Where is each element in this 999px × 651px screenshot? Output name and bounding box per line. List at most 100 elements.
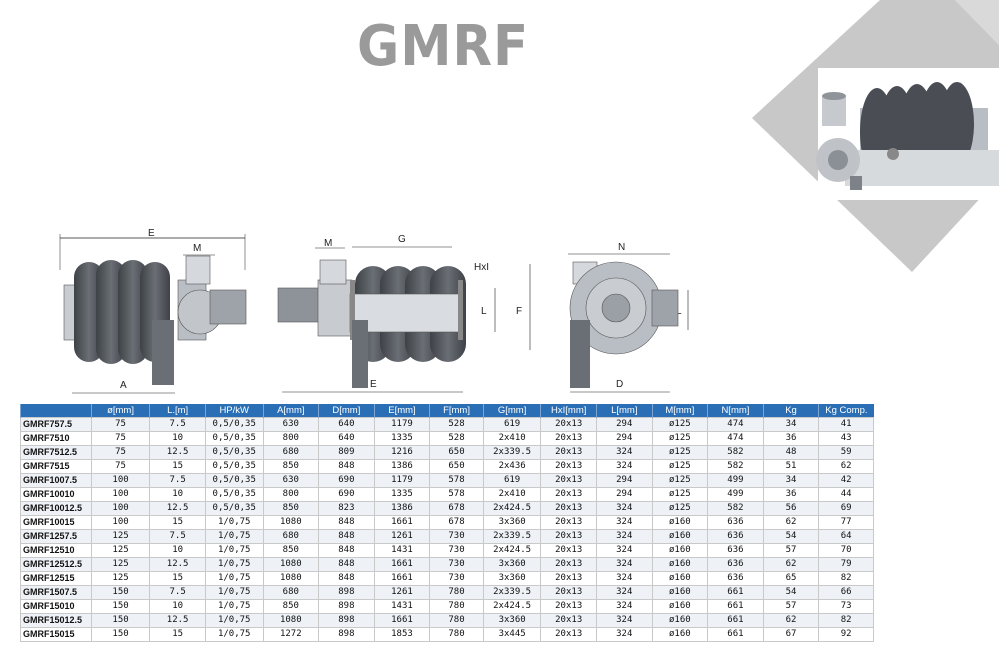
table-cell: 57 [762, 543, 820, 558]
dim-l-label-2: L [676, 306, 682, 317]
table-cell: 294 [595, 487, 653, 502]
table-cell: 20x13 [540, 417, 597, 432]
table-cell: 1386 [373, 459, 431, 474]
table-cell: 1179 [373, 473, 431, 488]
table-cell: 324 [595, 459, 653, 474]
table-cell: 730 [429, 557, 484, 572]
table-cell: 1179 [373, 417, 431, 432]
table-cell: 0,5/0,35 [204, 417, 264, 432]
table-cell: 0,5/0,35 [204, 501, 264, 516]
table-cell: 780 [429, 599, 484, 614]
table-cell: 2x424.5 [482, 501, 542, 516]
table-cell: ø160 [651, 571, 709, 586]
model-cell: GMRF15010 [20, 599, 92, 614]
model-cell: GMRF12512.5 [20, 557, 92, 572]
table-cell: 56 [762, 501, 820, 516]
table-cell: 7.5 [149, 473, 206, 488]
table-cell: 661 [707, 599, 764, 614]
column-header [20, 404, 92, 418]
table-cell: ø160 [651, 627, 709, 642]
table-cell: 10 [149, 431, 206, 446]
corner-stripe [955, 0, 999, 45]
table-cell: 780 [429, 627, 484, 642]
table-cell: 62 [762, 515, 820, 530]
dim-f-label: F [516, 306, 522, 317]
table-cell: 3x360 [482, 571, 542, 586]
table-cell: 324 [595, 515, 653, 530]
model-cell: GMRF12515 [20, 571, 92, 586]
table-cell: 324 [595, 529, 653, 544]
column-header: HP/kW [204, 404, 264, 418]
column-header: Kg Comp. [818, 404, 874, 418]
table-cell: 75 [90, 459, 151, 474]
table-cell: 3x445 [482, 627, 542, 642]
table-cell: 1080 [262, 571, 320, 586]
table-cell: ø160 [651, 613, 709, 628]
table-cell: 20x13 [540, 515, 597, 530]
table-cell: ø160 [651, 529, 709, 544]
table-cell: 2x410 [482, 487, 542, 502]
dim-d-label: D [616, 379, 623, 390]
table-cell: 582 [707, 459, 764, 474]
model-cell: GMRF10015 [20, 515, 92, 530]
table-cell: 619 [482, 473, 542, 488]
table-cell: 1431 [373, 543, 431, 558]
table-cell: ø125 [651, 431, 709, 446]
table-cell: 82 [818, 613, 874, 628]
table-cell: 690 [318, 487, 375, 502]
table-cell: 650 [429, 445, 484, 460]
column-header: E[mm] [373, 404, 430, 418]
table-cell: 324 [595, 501, 653, 516]
table-cell: 848 [318, 529, 375, 544]
table-cell: ø160 [651, 599, 709, 614]
table-cell: 64 [818, 529, 874, 544]
table-cell: 125 [90, 543, 151, 558]
table-cell: 324 [595, 571, 653, 586]
table-cell: 54 [762, 585, 820, 600]
table-cell: 7.5 [149, 417, 206, 432]
table-cell: 680 [262, 585, 320, 600]
model-cell: GMRF10010 [20, 487, 92, 502]
table-cell: 2x339.5 [482, 445, 542, 460]
model-cell: GMRF10012.5 [20, 501, 92, 516]
table-cell: 730 [429, 543, 484, 558]
table-cell: 848 [318, 571, 375, 586]
table-cell: 324 [595, 613, 653, 628]
table-cell: 51 [762, 459, 820, 474]
table-cell: 640 [318, 431, 375, 446]
table-cell: 79 [818, 557, 874, 572]
table-cell: 0,5/0,35 [204, 431, 264, 446]
table-cell: 92 [818, 627, 874, 642]
column-header: D[mm] [318, 404, 375, 418]
table-cell: 800 [262, 431, 320, 446]
table-cell: 636 [707, 557, 764, 572]
table-cell: 850 [262, 543, 320, 558]
table-cell: ø160 [651, 585, 709, 600]
table-cell: 294 [595, 473, 653, 488]
table-cell: 1/0,75 [204, 599, 264, 614]
table-cell: 1272 [262, 627, 320, 642]
table-cell: 898 [318, 585, 375, 600]
table-cell: 12.5 [149, 613, 206, 628]
table-cell: 100 [90, 515, 151, 530]
model-cell: GMRF12510 [20, 543, 92, 558]
table-cell: 499 [707, 487, 764, 502]
dim-e-label-2: E [370, 379, 377, 390]
table-cell: 62 [762, 613, 820, 628]
table-cell: 619 [482, 417, 542, 432]
dim-a-label: A [120, 380, 127, 391]
table-cell: 41 [818, 417, 874, 432]
model-cell: GMRF1007.5 [20, 473, 92, 488]
side-view-drawing: E M A [59, 228, 247, 394]
table-cell: 582 [707, 501, 764, 516]
table-cell: 36 [762, 431, 820, 446]
table-cell: 499 [707, 473, 764, 488]
table-cell: 2x410 [482, 431, 542, 446]
table-cell: 324 [595, 543, 653, 558]
table-cell: 294 [595, 417, 653, 432]
